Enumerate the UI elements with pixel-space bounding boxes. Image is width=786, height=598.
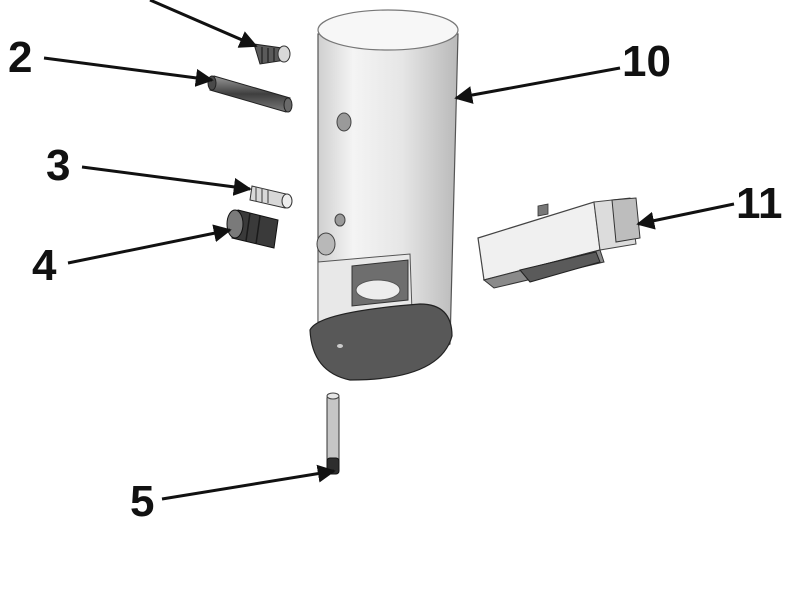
leader-top — [149, 0, 258, 48]
leader-4 — [67, 224, 232, 265]
callout-10: 10 — [622, 37, 671, 86]
cylinder-housing-icon — [309, 9, 459, 381]
callout-5: 5 — [130, 477, 154, 526]
callout-2: 2 — [8, 33, 32, 82]
bushing-icon — [226, 209, 279, 249]
callout-3: 3 — [46, 141, 70, 190]
leader-2 — [43, 56, 214, 87]
set-screw-icon — [253, 43, 291, 65]
small-screw-icon — [249, 185, 293, 209]
leader-lines — [43, 0, 735, 501]
leader-11 — [636, 202, 735, 230]
dowel-pin-icon — [326, 392, 340, 475]
leader-5 — [161, 464, 336, 501]
leader-3 — [81, 165, 252, 196]
slide-block-icon — [477, 197, 641, 289]
callout-labels: 2 3 4 5 10 11 — [8, 33, 783, 526]
callout-4: 4 — [32, 241, 57, 290]
callout-11: 11 — [736, 179, 783, 228]
leader-10 — [454, 66, 621, 104]
spring-pin-icon — [207, 75, 293, 113]
